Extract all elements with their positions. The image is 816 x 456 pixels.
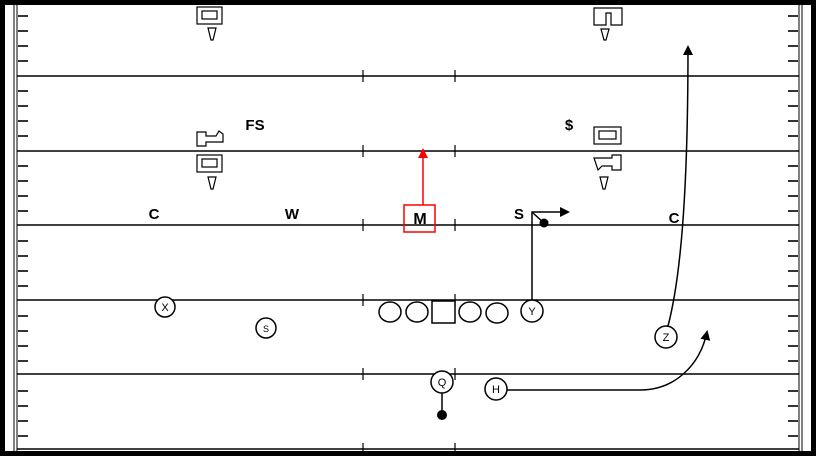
svg-text:H: H bbox=[492, 384, 500, 396]
svg-text:Q: Q bbox=[438, 377, 447, 389]
yard-number-icon bbox=[196, 6, 223, 41]
lineman-left-tackle bbox=[378, 301, 402, 323]
svg-text:X: X bbox=[161, 302, 169, 314]
defender-fs: FS bbox=[245, 117, 264, 134]
lineman-right-tackle bbox=[485, 302, 509, 324]
z-route bbox=[667, 45, 693, 327]
yard-number-icon bbox=[593, 7, 623, 41]
field-lines bbox=[13, 5, 803, 455]
player-y: Y bbox=[520, 299, 544, 323]
player-q: Q bbox=[430, 370, 454, 394]
player-h: H bbox=[484, 377, 508, 401]
player-s: S bbox=[255, 317, 277, 339]
defender-c-right: C bbox=[669, 210, 680, 227]
lineman-right-guard bbox=[458, 301, 482, 323]
yard-number-icon bbox=[196, 130, 224, 147]
q-drop-dot bbox=[437, 410, 447, 420]
h-route bbox=[507, 330, 711, 391]
offensive-line bbox=[378, 300, 509, 324]
player-x: X bbox=[154, 296, 176, 318]
svg-text:Y: Y bbox=[528, 306, 536, 318]
highlight-box bbox=[403, 204, 436, 233]
y-route bbox=[531, 207, 570, 300]
lineman-center bbox=[431, 300, 456, 324]
defender-m: M bbox=[413, 211, 426, 228]
s-key-dot bbox=[539, 218, 549, 228]
defender-dollar: $ bbox=[565, 117, 574, 134]
defender-w: W bbox=[285, 206, 300, 223]
svg-text:S: S bbox=[263, 324, 269, 334]
lineman-left-guard bbox=[405, 301, 429, 323]
svg-text:Z: Z bbox=[663, 332, 670, 344]
yard-number-icon bbox=[593, 126, 622, 145]
yard-number-icon bbox=[196, 154, 223, 190]
player-z: Z bbox=[654, 325, 678, 349]
defender-c-left: C bbox=[149, 206, 160, 223]
defender-s: S bbox=[514, 206, 524, 223]
yard-number-icon bbox=[593, 154, 622, 190]
